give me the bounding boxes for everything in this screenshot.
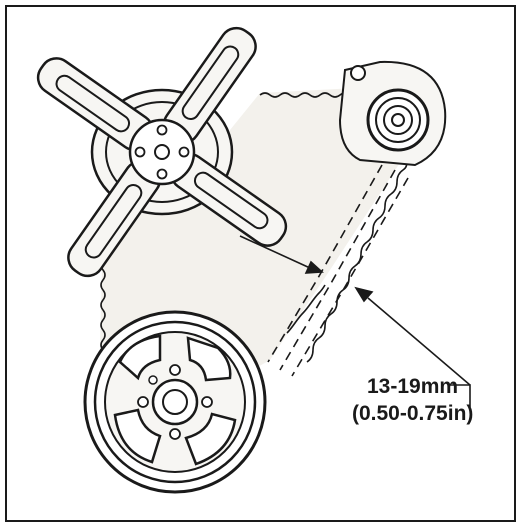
crankshaft-pulley-icon — [83, 310, 267, 494]
bracket-bolt-icon — [350, 65, 366, 81]
alternator — [338, 60, 447, 167]
measurement-metric: 13-19mm — [367, 375, 458, 398]
belt-deflection-lines — [267, 164, 409, 377]
alternator-pulley-icon — [366, 88, 430, 152]
fan-icon — [36, 26, 288, 278]
measurement-imperial: (0.50-0.75in) — [352, 402, 473, 425]
label-leader-line — [448, 384, 471, 407]
arrow-icon — [239, 235, 471, 386]
